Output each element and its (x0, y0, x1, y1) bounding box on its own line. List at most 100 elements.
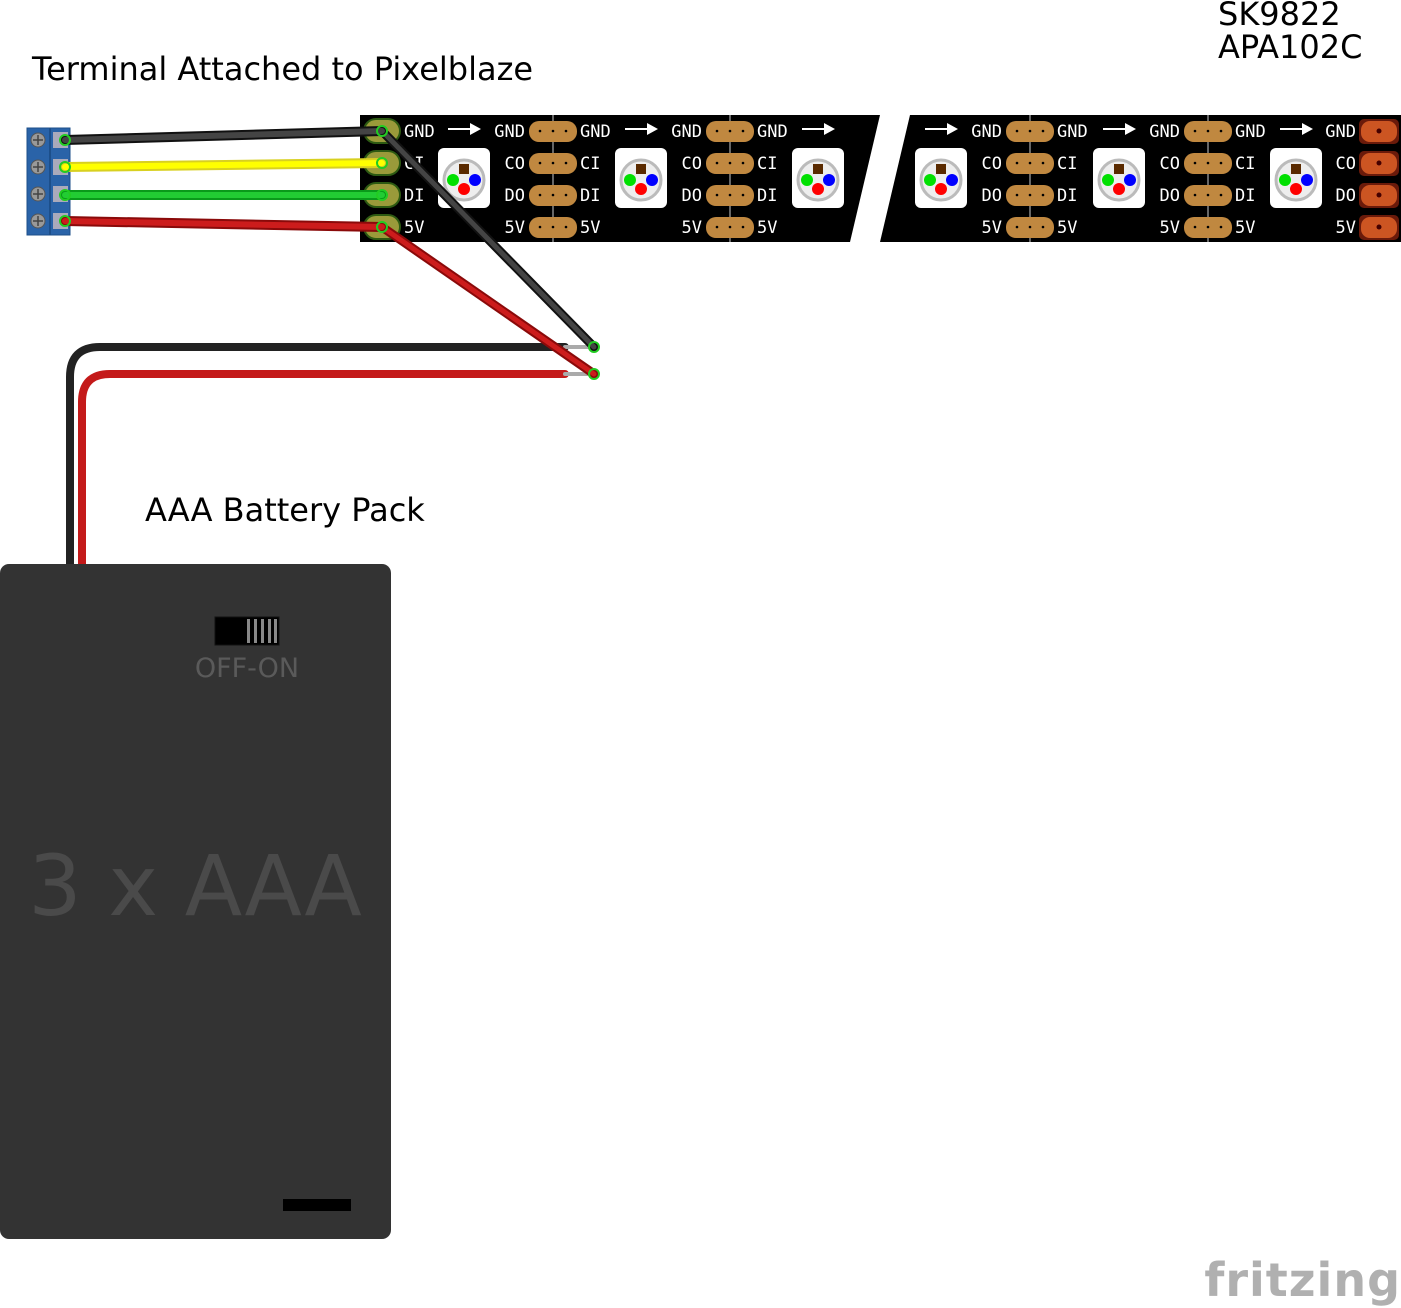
wire-endpoint[interactable] (588, 341, 600, 353)
pin-label: CI (1235, 154, 1255, 174)
pad-dot (1193, 193, 1197, 197)
pin-label: GND (1149, 122, 1180, 142)
pin-label: GND (494, 122, 525, 142)
pin-label: DI (1057, 186, 1077, 206)
pad-dot (728, 129, 732, 133)
pin-label: 5V (982, 218, 1002, 238)
pad-dot (1376, 128, 1382, 134)
green-led-icon (924, 174, 936, 186)
wire-endpoint[interactable] (376, 221, 388, 233)
pad-dot (564, 129, 568, 133)
pad-dot (1206, 129, 1210, 133)
pad-dot (1015, 129, 1019, 133)
led (1093, 148, 1145, 208)
pad-dot (728, 225, 732, 229)
pin-label: 5V (682, 218, 702, 238)
wires (59, 125, 600, 569)
power-switch[interactable] (214, 616, 280, 646)
pad-dot (1376, 160, 1382, 166)
strip-type-label-2: APA102C (1218, 28, 1362, 66)
battery-slot (283, 1199, 351, 1211)
pad-dot (715, 193, 719, 197)
pad-dot (741, 161, 745, 165)
pin-label: CO (1160, 154, 1180, 174)
pin-label: 5V (1160, 218, 1180, 238)
blue-led-icon (1301, 174, 1313, 186)
pin-label: DO (1160, 186, 1180, 206)
pad-dot (564, 225, 568, 229)
pad-dot (1206, 225, 1210, 229)
wire-endpoint[interactable] (59, 161, 71, 173)
pad-dot (715, 161, 719, 165)
led-die (636, 164, 646, 174)
pad-dot (1193, 225, 1197, 229)
arrow-icon (1103, 123, 1136, 135)
pin-label: CI (580, 154, 600, 174)
led-die (459, 164, 469, 174)
battery-pack: OFF-ON 3 x AAA (0, 564, 391, 1239)
blue-led-icon (946, 174, 958, 186)
pad-dot (1219, 161, 1223, 165)
pad-dot (1206, 193, 1210, 197)
led (1270, 148, 1322, 208)
strip-type-label-1: SK9822 (1218, 0, 1341, 33)
pad-dot (564, 193, 568, 197)
wire-endpoint[interactable] (588, 368, 600, 380)
battery-power-wire[interactable] (78, 370, 569, 569)
pad-dot (1041, 225, 1045, 229)
pad-dot (1028, 161, 1032, 165)
arrow-icon (625, 123, 658, 135)
pin-label: DO (505, 186, 525, 206)
pad-dot (1015, 161, 1019, 165)
pin-label: CI (757, 154, 777, 174)
blue-led-icon (1124, 174, 1136, 186)
pin-label: CO (1336, 154, 1356, 174)
wire-endpoint[interactable] (376, 157, 388, 169)
pin-label: GND (580, 122, 611, 142)
red-led-icon (1290, 183, 1302, 195)
green-led-icon (1279, 174, 1291, 186)
pad-dot (551, 193, 555, 197)
pad-dot (728, 193, 732, 197)
pad-dot (1219, 225, 1223, 229)
pin-label: DO (682, 186, 702, 206)
green-led-icon (624, 174, 636, 186)
red-led-icon (458, 183, 470, 195)
led (615, 148, 667, 208)
pad-dot (1219, 129, 1223, 133)
pad-dot (564, 161, 568, 165)
pin-label: GND (404, 122, 435, 142)
wire-endpoint[interactable] (59, 189, 71, 201)
pin-label: GND (1325, 122, 1356, 142)
pin-label: GND (1235, 122, 1266, 142)
pin-label: GND (1057, 122, 1088, 142)
pad-dot (1015, 193, 1019, 197)
blue-led-icon (823, 174, 835, 186)
led-die (936, 164, 946, 174)
pad-dot (538, 161, 542, 165)
pin-label: GND (757, 122, 788, 142)
red-led-icon (635, 183, 647, 195)
wire-endpoint[interactable] (376, 189, 388, 201)
led-die (813, 164, 823, 174)
pin-label: 5V (1057, 218, 1077, 238)
wire-endpoint[interactable] (376, 125, 388, 137)
wire-endpoint[interactable] (59, 215, 71, 227)
pad-dot (1041, 193, 1045, 197)
pin-label: DI (1235, 186, 1255, 206)
red-led-icon (935, 183, 947, 195)
arrow-icon (802, 123, 835, 135)
wire-endpoint[interactable] (59, 134, 71, 146)
pad-dot (1041, 129, 1045, 133)
pad-dot (1028, 129, 1032, 133)
fritzing-logo: fritzing (1204, 1253, 1401, 1307)
battery-cells-label: 3 x AAA (28, 837, 362, 935)
red-led-icon (1113, 183, 1125, 195)
pin-label: GND (971, 122, 1002, 142)
pad-dot (1193, 129, 1197, 133)
battery-gnd-wire[interactable] (66, 343, 569, 569)
led (915, 148, 967, 208)
pad-dot (1376, 224, 1382, 230)
switch-label: OFF-ON (195, 653, 299, 684)
